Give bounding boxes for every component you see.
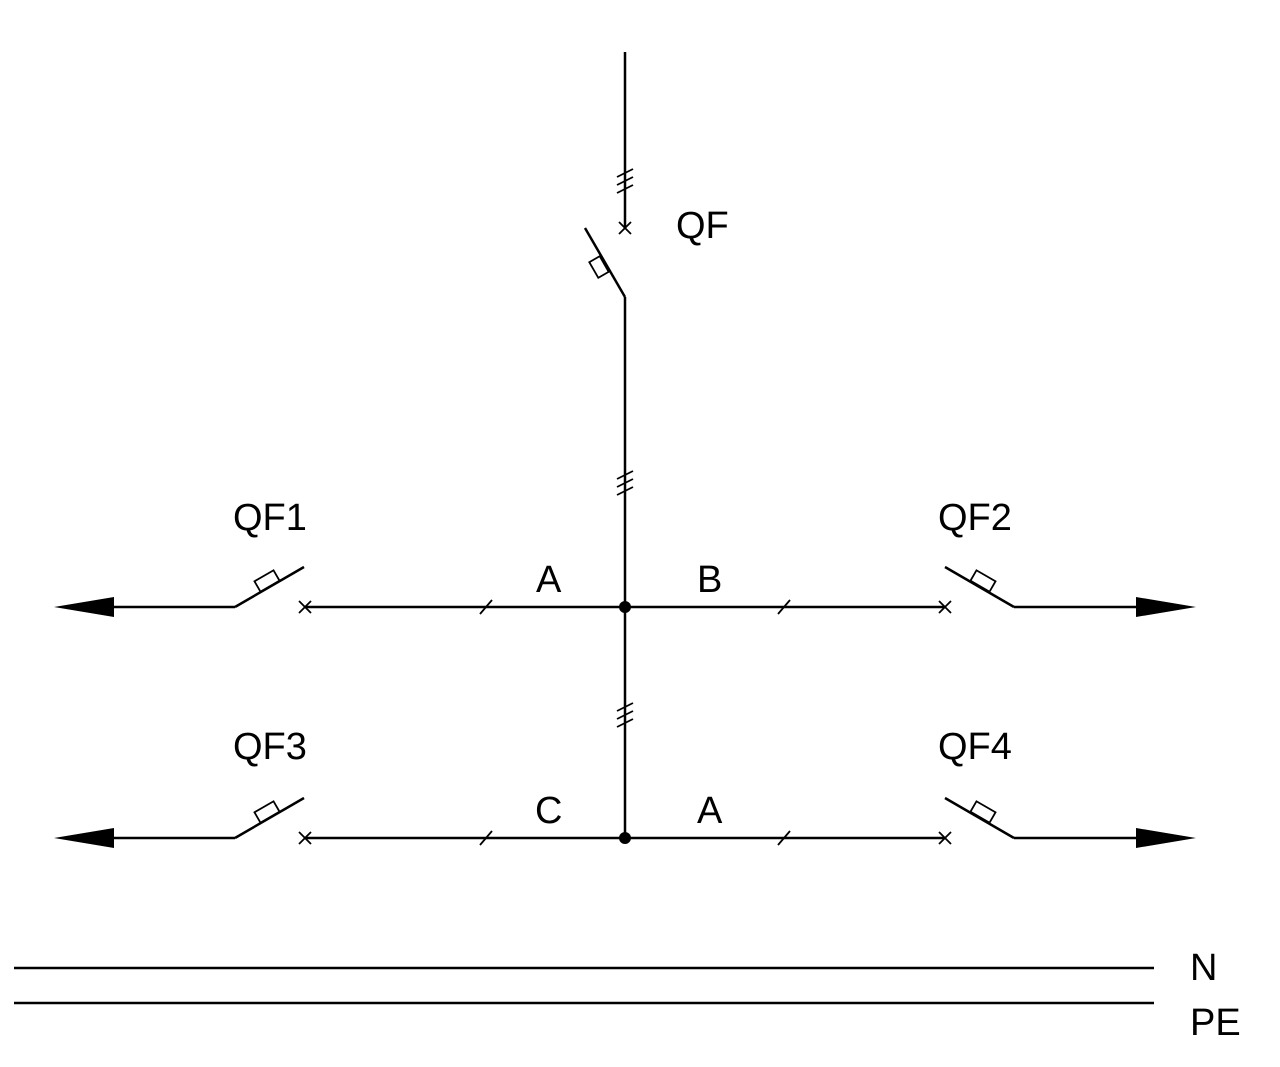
main-breaker-qf bbox=[583, 227, 627, 298]
qf1-x-contact bbox=[298, 600, 312, 614]
main-breaker-trip-box bbox=[588, 254, 610, 280]
qf4-outgoing-arrow bbox=[1136, 828, 1196, 848]
upper-three-phase-ticks bbox=[616, 470, 634, 496]
qf3-trip-box bbox=[253, 800, 281, 824]
phase-label-lower-left: C bbox=[535, 790, 562, 832]
breaker-qf3 bbox=[234, 796, 305, 840]
qf4-blade bbox=[944, 796, 1015, 840]
branch-qf4-phase-tick bbox=[777, 830, 791, 846]
neutral-label: N bbox=[1190, 947, 1217, 989]
qf2-blade bbox=[944, 565, 1015, 609]
phase-label-upper-right: B bbox=[697, 559, 722, 601]
branch-qf2-phase-tick bbox=[777, 599, 791, 615]
lower-three-phase-ticks bbox=[616, 702, 634, 728]
incoming-three-phase-ticks bbox=[616, 168, 634, 194]
qf2-outgoing-arrow bbox=[1136, 597, 1196, 617]
breaker-qf2 bbox=[944, 565, 1015, 609]
qf3-outgoing-arrow bbox=[54, 828, 114, 848]
qf1-label: QF1 bbox=[233, 497, 307, 539]
main-breaker-x-contact bbox=[618, 221, 632, 235]
qf1-trip-box bbox=[253, 569, 281, 593]
qf4-x-contact bbox=[938, 831, 952, 845]
main-breaker-blade bbox=[583, 227, 627, 298]
branch-qf3-phase-tick bbox=[479, 830, 493, 846]
breaker-qf1 bbox=[234, 565, 305, 609]
pe-label: PE bbox=[1190, 1002, 1241, 1044]
branch-qf1-phase-tick bbox=[479, 599, 493, 615]
qf3-label: QF3 bbox=[233, 726, 307, 768]
qf2-label: QF2 bbox=[938, 497, 1012, 539]
qf4-label: QF4 bbox=[938, 726, 1012, 768]
qf3-x-contact bbox=[298, 831, 312, 845]
breaker-qf4 bbox=[944, 796, 1015, 840]
qf2-x-contact bbox=[938, 600, 952, 614]
qf1-outgoing-arrow bbox=[54, 597, 114, 617]
phase-label-lower-right: A bbox=[697, 790, 723, 832]
main-breaker-label: QF bbox=[676, 205, 729, 247]
qf2-trip-box bbox=[969, 569, 997, 593]
qf4-trip-box bbox=[969, 800, 997, 824]
phase-label-upper-left: A bbox=[536, 559, 562, 601]
